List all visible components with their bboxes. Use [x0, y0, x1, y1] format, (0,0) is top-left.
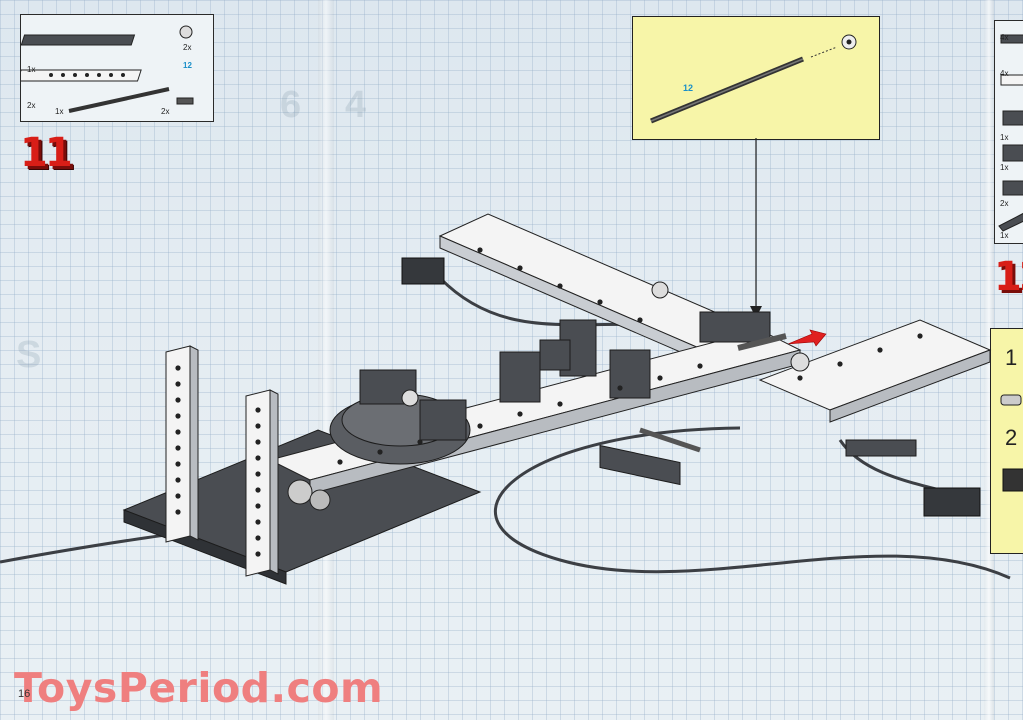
part-count: 1x — [27, 65, 36, 74]
beam-holes — [175, 365, 261, 557]
next-parts-list-box: 4x 4x 1x 1x 2x 1x — [994, 20, 1023, 244]
axle-length-label: 12 — [683, 83, 694, 93]
substep-number: 2 — [1005, 425, 1018, 450]
part-count: 2x — [27, 101, 36, 110]
dark-brick — [419, 399, 467, 441]
show-through-mark: 6 — [280, 84, 302, 126]
part-count: 1x — [1000, 163, 1009, 172]
vertical-beam — [245, 389, 271, 577]
part-count: 4x — [1000, 33, 1009, 42]
parts-illustration — [16, 25, 194, 113]
gear — [287, 479, 313, 505]
dark-plate — [845, 439, 917, 457]
substep-illustration — [1000, 394, 1023, 492]
show-through-mark: 4 — [345, 84, 367, 126]
insertion-arrow — [787, 329, 827, 347]
part-count: 4x — [1000, 69, 1009, 78]
sensor-block — [401, 257, 445, 285]
part-count: 2x — [161, 107, 170, 116]
gear — [651, 281, 669, 299]
page-number: 16 — [18, 688, 31, 700]
dark-plate — [599, 444, 681, 486]
show-through-mark: S — [16, 334, 42, 376]
part-count: 2x — [1000, 199, 1009, 208]
cross-beam-side — [829, 349, 991, 423]
dark-brick — [499, 351, 541, 403]
gear — [309, 489, 331, 511]
axle — [639, 427, 701, 453]
axle-length-label: 12 — [183, 61, 192, 70]
part-count: 2x — [183, 43, 192, 52]
vertical-beam-side — [269, 389, 279, 575]
callout-illustration — [650, 34, 857, 124]
main-beam-holes — [337, 247, 923, 465]
axle — [737, 333, 787, 351]
dark-brick — [539, 339, 571, 371]
part-count: 1x — [1000, 133, 1009, 142]
watermark: ToysPeriod.com — [14, 664, 384, 712]
substep-number: 1 — [1005, 345, 1018, 370]
wire — [493, 426, 1011, 580]
step-number: 11 — [20, 130, 73, 176]
step-number-next: 12 — [994, 254, 1023, 300]
part-count: 1x — [1000, 231, 1009, 240]
part-count: 1x — [55, 107, 64, 116]
zoom-callout: 12 — [632, 16, 880, 140]
gear — [790, 352, 810, 372]
substep-panel: 1 2 — [990, 328, 1023, 554]
dark-brick — [699, 311, 771, 343]
dark-brick — [609, 349, 651, 399]
vertical-beam-side — [189, 345, 199, 541]
sensor-block — [923, 487, 981, 517]
next-parts-illustration — [998, 34, 1023, 232]
gear — [401, 389, 419, 407]
parts-list-box: 1x 2x 2x 1x 2x 12 — [16, 14, 214, 122]
